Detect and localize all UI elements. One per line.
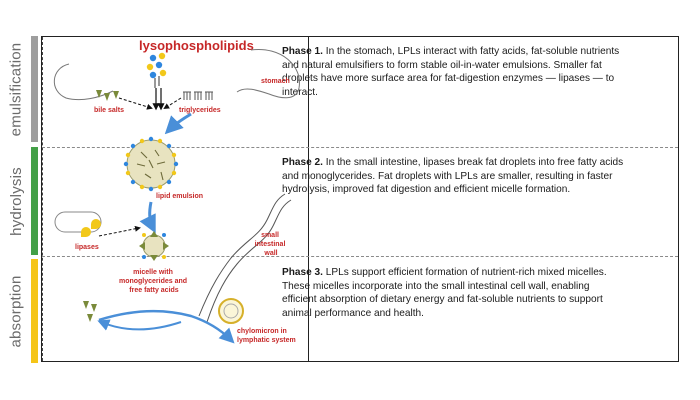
intestinal-wall-label-line-1: small bbox=[261, 232, 279, 239]
stomach-label: stomach bbox=[261, 78, 290, 85]
chylomicron-label: chylomicron in lymphatic system bbox=[237, 328, 296, 344]
stomach-outline-left-icon bbox=[53, 63, 114, 101]
chylomicron-label-line-1: chylomicron in bbox=[237, 328, 287, 335]
absorption-flow-arrow bbox=[98, 309, 235, 344]
absorption-bar bbox=[31, 259, 38, 363]
emulsification-label: emulsification bbox=[2, 36, 30, 142]
lipid-emulsion-label: lipid emulsion bbox=[156, 193, 203, 200]
chylomicron-icon bbox=[218, 298, 244, 324]
micelle-icon bbox=[139, 231, 169, 261]
chylomicron-label-line-2: lymphatic system bbox=[237, 337, 296, 344]
bile-to-emulsion-arrow bbox=[118, 97, 153, 110]
phase-1-heading: Phase 1. bbox=[282, 46, 323, 57]
micelle-label: micelle with monoglycerides and free fat… bbox=[119, 269, 189, 294]
recycle-flow-arrow bbox=[97, 319, 182, 331]
phase-1-description: Phase 1. In the stomach, LPLs interact w… bbox=[282, 45, 626, 99]
emulsification-label-text: emulsification bbox=[7, 42, 25, 136]
phase-2-heading: Phase 2. bbox=[282, 157, 323, 168]
lipid-emulsion-droplet-icon bbox=[123, 136, 179, 192]
hydrolysis-flow-arrow bbox=[139, 201, 156, 234]
released-bile-salts-icon bbox=[83, 301, 97, 322]
phase-divider-2 bbox=[42, 256, 678, 257]
phase-2-text: In the small intestine, lipases break fa… bbox=[282, 157, 624, 196]
intestinal-wall-label-line-2: intestinal bbox=[255, 241, 286, 248]
intestinal-wall-label-line-3: wall bbox=[263, 250, 277, 257]
phase-3-description: Phase 3. LPLs support efficient formatio… bbox=[282, 266, 626, 320]
lipases-capsule-icon bbox=[54, 211, 102, 233]
lipases-icon bbox=[81, 219, 101, 237]
hydrolysis-label: hydrolysis bbox=[2, 147, 30, 255]
column-divider bbox=[308, 37, 309, 361]
phase-divider-1 bbox=[42, 147, 678, 148]
phase-3-text: LPLs support efficient formation of nutr… bbox=[282, 267, 607, 319]
hydrolysis-label-text: hydrolysis bbox=[7, 166, 25, 236]
emulsification-flow-arrow bbox=[164, 112, 192, 135]
micelle-label-line-1: micelle with bbox=[133, 269, 173, 276]
bile-salts-icon bbox=[96, 90, 119, 101]
stomach-outline-right-icon bbox=[236, 48, 300, 99]
triglycerides-label: triglycerides bbox=[179, 107, 221, 114]
bile-salts-label: bile salts bbox=[94, 107, 124, 114]
digestion-illustration: lysophospholipids stomach bile salts tri… bbox=[53, 38, 300, 344]
phase-1-text: In the stomach, LPLs interact with fatty… bbox=[282, 46, 620, 98]
phase-sidebar: emulsification hydrolysis absorption bbox=[0, 0, 44, 400]
small-intestinal-wall-label: small intestinal wall bbox=[255, 232, 288, 257]
triglycerides-icon bbox=[183, 91, 213, 100]
emulsification-bar bbox=[31, 36, 38, 142]
triglyceride-to-emulsion-arrow bbox=[163, 97, 182, 110]
lpl-molecule-cluster-icon bbox=[146, 52, 167, 88]
micelle-label-line-2: monoglycerides and bbox=[119, 278, 187, 285]
intestinal-wall-outer-line bbox=[198, 193, 286, 317]
micelle-label-line-3: free fatty acids bbox=[129, 287, 179, 294]
diagram-frame bbox=[41, 36, 679, 362]
frame-left-dashed-border bbox=[42, 37, 43, 361]
phase-3-heading: Phase 3. bbox=[282, 267, 323, 278]
lipases-label: lipases bbox=[75, 244, 99, 251]
phase-2-description: Phase 2. In the small intestine, lipases… bbox=[282, 156, 626, 197]
hydrolysis-bar bbox=[31, 147, 38, 255]
lysophospholipids-title: lysophospholipids bbox=[139, 38, 254, 53]
lipases-to-micelle-arrow bbox=[98, 225, 141, 237]
intestinal-wall-inner-line bbox=[206, 199, 292, 323]
absorption-label-text: absorption bbox=[7, 274, 25, 348]
absorption-label: absorption bbox=[2, 259, 30, 363]
